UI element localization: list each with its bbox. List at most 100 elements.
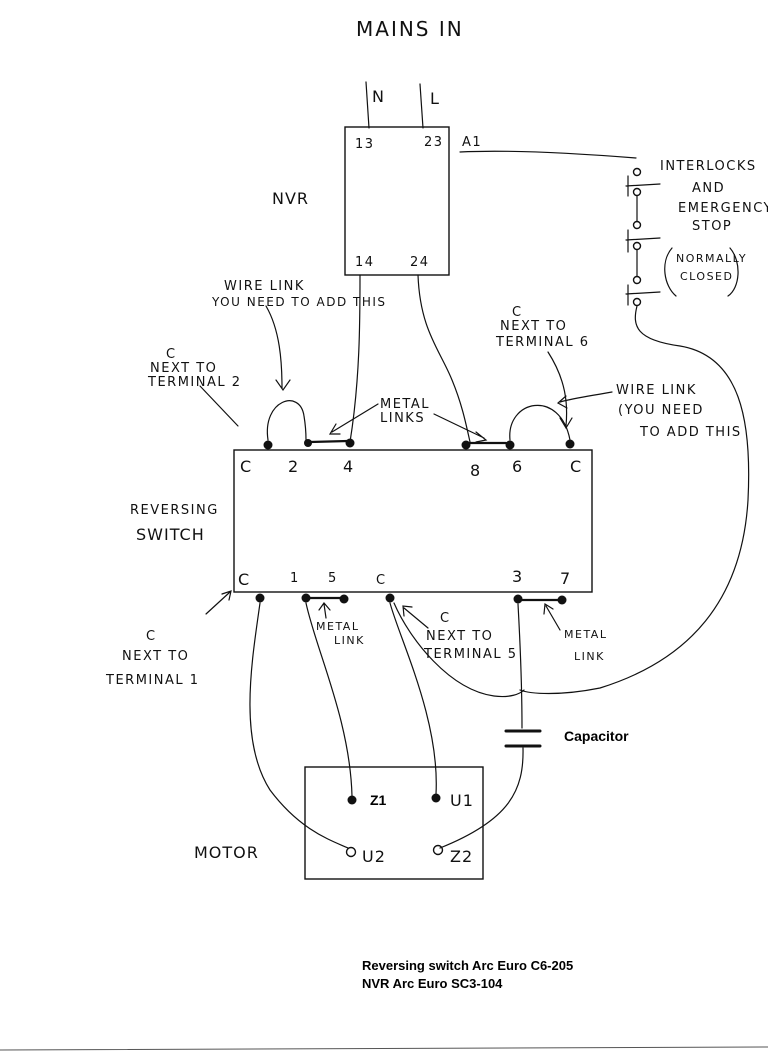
note-metal-links-1: METAL <box>380 397 430 412</box>
nvr-terminal-a1: A1 <box>462 135 482 150</box>
interlock-contact <box>632 241 642 251</box>
normally-closed-label-2: CLOSED <box>680 270 733 283</box>
arrow-wire-link-left <box>265 305 291 392</box>
arrow-c-t2 <box>199 385 239 427</box>
note-metal-links-2: LINKS <box>380 411 425 426</box>
terminal-screw-top-c-left <box>263 440 273 450</box>
capacitor-label: Capacitor <box>564 728 629 744</box>
title-mains-in: MAINS IN <box>356 17 464 41</box>
terminal-screw-bottom-c-left <box>255 593 265 603</box>
motor-terminal-u1 <box>431 793 441 803</box>
nvr-box <box>344 126 450 276</box>
terminal-screw-bottom-c-mid <box>385 593 395 603</box>
terminal-screw-bottom-7 <box>557 595 567 605</box>
interlock-contact <box>632 187 642 197</box>
normally-closed-label-1: NORMALLY <box>676 252 747 265</box>
terminal-3-to-capacitor-wire <box>517 603 523 729</box>
reversing-switch-label-2: SWITCH <box>136 525 205 544</box>
arrow-metal-links-left <box>328 403 379 435</box>
bottom-terminal-1: 1 <box>290 571 300 586</box>
bottom-terminal-c-left: C <box>238 570 250 589</box>
nvr-terminal-24: 24 <box>410 255 430 270</box>
top-terminal-8: 8 <box>470 461 481 480</box>
live-label: L <box>430 89 440 108</box>
note-c-t2-3: TERMINAL 2 <box>147 375 242 390</box>
motor-u1-label: U1 <box>450 791 474 810</box>
bottom-terminal-7: 7 <box>560 569 571 588</box>
nvr-terminal-14: 14 <box>355 255 375 270</box>
c-left-to-u2-wire <box>249 602 349 849</box>
note-c-t6-1: C <box>512 305 523 320</box>
terminal-screw-bottom-3 <box>513 594 523 604</box>
wire-link-left-loop <box>266 400 307 441</box>
motor-label: MOTOR <box>194 843 259 862</box>
terminal-screw-top-c-right <box>565 439 575 449</box>
note-c-t6-3: TERMINAL 6 <box>495 335 590 350</box>
note-c-t1-1: C <box>146 629 157 644</box>
terminal-screw-top-4 <box>345 438 355 448</box>
neutral-line <box>365 81 370 129</box>
bottom-terminal-c-mid: C <box>376 573 387 588</box>
arrow-metal-links-right <box>433 413 488 443</box>
footer-line-2: NVR Arc Euro SC3-104 <box>362 976 503 991</box>
interlock-switch-2 <box>625 229 661 253</box>
top-terminal-6: 6 <box>512 457 523 476</box>
note-wire-link-right-2: (YOU NEED <box>618 403 704 418</box>
bottom-terminal-5: 5 <box>328 571 338 586</box>
page-edge-line <box>0 1046 768 1051</box>
neutral-label: N <box>372 87 385 106</box>
arrow-metal-link-l <box>318 602 331 619</box>
bottom-terminal-3: 3 <box>512 567 523 586</box>
interlock-contact <box>632 220 642 230</box>
note-metal-link-r-1: METAL <box>564 628 607 641</box>
interlock-contact <box>632 297 642 307</box>
note-metal-link-l-2: LINK <box>334 634 365 647</box>
interlock-switch-3 <box>625 284 661 306</box>
reversing-switch-label-1: REVERSING <box>130 503 219 518</box>
live-line <box>419 83 424 129</box>
top-terminal-4: 4 <box>343 457 354 476</box>
interlocks-label-4: STOP <box>692 219 732 234</box>
arrow-c-t5 <box>402 605 429 629</box>
terminal-screw-top-6 <box>505 440 515 450</box>
note-wire-link-right-1: WIRE LINK <box>616 383 697 398</box>
note-c-t2-2: NEXT TO <box>150 361 217 376</box>
note-wire-link-left-2: YOU NEED TO ADD THIS <box>211 295 387 309</box>
motor-terminal-z1 <box>347 795 357 805</box>
terminal-screw-bottom-1 <box>301 593 311 603</box>
top-terminal-c-left: C <box>240 457 252 476</box>
motor-z1-label: Z1 <box>370 792 387 808</box>
note-c-t5-2: NEXT TO <box>426 629 493 644</box>
nvr-14-to-terminal-4-wire <box>349 274 361 443</box>
metal-link-2-4 <box>308 439 350 444</box>
arrow-c-t1 <box>205 590 232 615</box>
nc-paren-right <box>727 247 739 297</box>
terminal-screw-bottom-5 <box>339 594 349 604</box>
a1-to-interlocks-wire <box>459 150 637 159</box>
top-terminal-2: 2 <box>288 457 299 476</box>
motor-terminal-z2 <box>432 844 444 856</box>
interlocks-label-2: AND <box>692 181 725 196</box>
nvr-24-to-terminal-8-wire <box>417 274 471 443</box>
interlock-return-wire <box>519 305 750 695</box>
nc-paren-left <box>664 247 677 297</box>
wire-link-right-loop <box>509 404 571 441</box>
nvr-label: NVR <box>272 189 309 208</box>
note-wire-link-left-1: WIRE LINK <box>224 279 305 294</box>
note-c-t6-2: NEXT TO <box>500 319 567 334</box>
interlocks-label-3: EMERGENCY <box>678 201 768 216</box>
interlock-contact <box>632 275 642 285</box>
nvr-terminal-13: 13 <box>355 137 375 152</box>
nvr-terminal-23: 23 <box>424 135 444 150</box>
note-metal-link-r-2: LINK <box>574 650 605 663</box>
arrow-c-t6 <box>547 351 573 430</box>
reversing-switch-box <box>233 449 593 593</box>
note-c-t2-1: C <box>166 347 177 362</box>
arrow-wire-link-right <box>556 391 613 409</box>
footer-line-1: Reversing switch Arc Euro C6-205 <box>362 958 574 973</box>
motor-terminal-u2 <box>345 846 357 858</box>
note-c-t5-1: C <box>440 611 451 626</box>
interlock-contact <box>632 167 642 177</box>
